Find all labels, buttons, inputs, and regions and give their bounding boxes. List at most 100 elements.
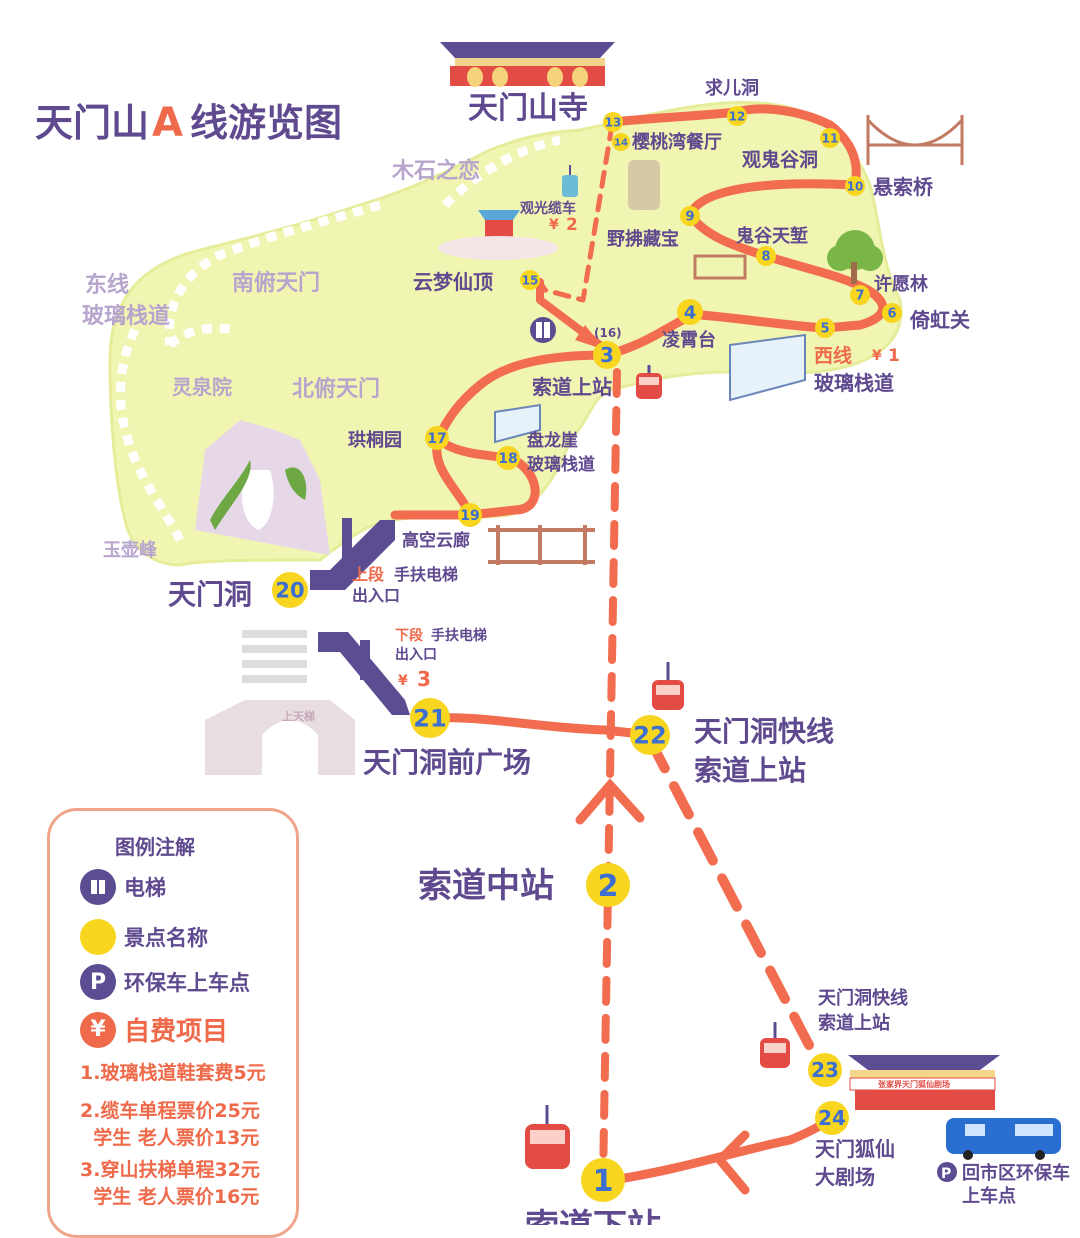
label-fee-2-yen: ¥ (549, 217, 559, 233)
label-fee-2: 2 (566, 215, 578, 235)
stop-marker-17 (425, 426, 449, 450)
label-stop-23b: 索道上站 (818, 1012, 890, 1034)
legend-title: 图例注解 (115, 835, 195, 859)
stop-marker-22 (630, 715, 670, 755)
label-stop-18: 盘龙崖 (527, 430, 578, 451)
stop-marker-9 (680, 206, 700, 226)
theater-illustration: 张家界天门狐仙剧场 (848, 1055, 1000, 1110)
label-stop-22b: 索道上站 (694, 754, 806, 787)
parking-icon (937, 1162, 957, 1182)
label-fee-3-yen: ¥ (398, 673, 408, 689)
stop-number-19: 19 (460, 508, 479, 524)
label-stop-22a: 天门洞快线 (694, 715, 834, 748)
escalators (310, 518, 410, 715)
label-stop-24a: 天门狐仙 (815, 1137, 895, 1161)
stop-marker-3 (593, 341, 621, 369)
label-lower-esc-1: 下段 (395, 627, 423, 644)
stop-number-6: 6 (887, 307, 896, 322)
elevator-icon (80, 869, 116, 905)
plaza-gate-illustration: 上天梯 (205, 630, 355, 775)
label-stop-23a: 天门洞快线 (818, 987, 908, 1009)
gate-inscription: 上天梯 (282, 709, 315, 723)
tianmen-cave-cliff-illustration (195, 420, 330, 555)
stop-marker-13 (603, 112, 623, 132)
label-stop-10: 悬索桥 (873, 175, 934, 199)
label-stop-7: 许愿林 (874, 273, 928, 295)
label-fee-1-yen: ¥ (872, 348, 882, 364)
stop-marker-12 (727, 106, 747, 126)
label-stop-24b: 大剧场 (815, 1165, 875, 1189)
label-cable-car: 观光缆车 (520, 200, 576, 217)
walk-trail (441, 107, 608, 209)
theater-sign: 张家界天门狐仙剧场 (878, 1079, 950, 1089)
bus-illustration (946, 1118, 1061, 1160)
stop-number-22: 22 (633, 722, 666, 750)
label-stop-4: 凌霄台 (662, 329, 716, 351)
cableway-lines (575, 368, 827, 1195)
label-stop-12: 求儿洞 (705, 77, 759, 99)
stop-marker-6 (882, 303, 902, 323)
pavilion-illustration (438, 210, 558, 260)
corridor-fence-illustration (488, 525, 595, 565)
label-east-line: 东线 (85, 272, 129, 298)
label-mushi: 木石之恋 (391, 158, 480, 184)
label-stop-17: 珙桐园 (348, 429, 402, 451)
treasure-gate-illustration (693, 254, 747, 280)
label-lingquan: 灵泉院 (172, 375, 232, 399)
stop-number-9: 9 (685, 210, 694, 225)
stop-number-7: 7 (855, 289, 864, 304)
stop-number-15: 15 (522, 273, 539, 287)
legend-note-1: 1.玻璃栈道鞋套费5元 (80, 1062, 266, 1084)
map-title-part3: 线游览图 (190, 101, 342, 145)
label-stop-16-num: (16) (594, 326, 622, 340)
stop-number-20: 20 (275, 579, 304, 603)
stop-marker-10 (845, 176, 865, 196)
label-nanfu: 南俯天门 (232, 270, 320, 296)
map-title-part2: A (152, 100, 183, 146)
temple-name: 天门山寺 (468, 91, 588, 126)
stop-number-3: 3 (600, 343, 614, 367)
legend-note-3a: 3.穿山扶梯单程32元 (80, 1159, 260, 1181)
label-fee-3: 3 (417, 667, 431, 691)
label-stop-20: 天门洞 (168, 578, 252, 611)
stop-marker-2 (586, 863, 630, 907)
label-stop-5: 西线 (814, 344, 852, 367)
west-glass-walkway-illustration (729, 333, 806, 402)
stop-number-23: 23 (811, 1058, 839, 1082)
label-stop-19: 高空云廊 (402, 530, 470, 551)
stop-marker-18 (496, 446, 520, 470)
legend-scenic-label: 景点名称 (124, 926, 208, 950)
label-stop-6: 倚虹关 (909, 308, 970, 332)
label-stop-2: 索道中站 (418, 866, 554, 906)
legend-scenic-row: 景点名称 (80, 919, 208, 955)
label-beifu: 北俯天门 (292, 376, 380, 402)
stop-marker-24 (815, 1101, 849, 1135)
label-upper-esc-2: 手扶电梯 (394, 565, 458, 584)
label-stop-15: 云梦仙顶 (413, 270, 493, 294)
stop-number-8: 8 (761, 250, 770, 265)
legend-bus-label: 环保车上车点 (124, 971, 250, 995)
label-yuhu: 玉壶峰 (103, 539, 158, 561)
mountain-land-area (108, 100, 903, 567)
stop-number-10: 10 (847, 179, 864, 193)
label-lower-esc-3: 出入口 (395, 646, 437, 663)
stop-number-4: 4 (684, 302, 697, 323)
stop-number-14: 14 (614, 138, 628, 149)
stop-marker-11 (820, 128, 840, 148)
label-bus-1: 回市区环保车 (962, 1162, 1070, 1184)
parking-p-icon: P (80, 964, 116, 1000)
label-stop-1: 索道下站 (525, 1207, 661, 1225)
stop-number-21: 21 (413, 705, 446, 733)
label-fee-1: 1 (888, 346, 900, 366)
stop-marker-21 (410, 698, 450, 738)
stop-number-12: 12 (729, 109, 746, 123)
label-upper-esc-1: 上段 (352, 565, 385, 584)
stop-number-11: 11 (822, 131, 839, 145)
label-panlong-glass: 玻璃栈道 (527, 454, 595, 475)
stop-number-17: 17 (427, 431, 446, 447)
stop-marker-5 (815, 318, 835, 338)
stop-marker-23 (808, 1053, 842, 1087)
stop-number-18: 18 (498, 451, 517, 467)
stop-number-1: 1 (593, 1164, 614, 1199)
stop-marker-14 (612, 133, 630, 151)
